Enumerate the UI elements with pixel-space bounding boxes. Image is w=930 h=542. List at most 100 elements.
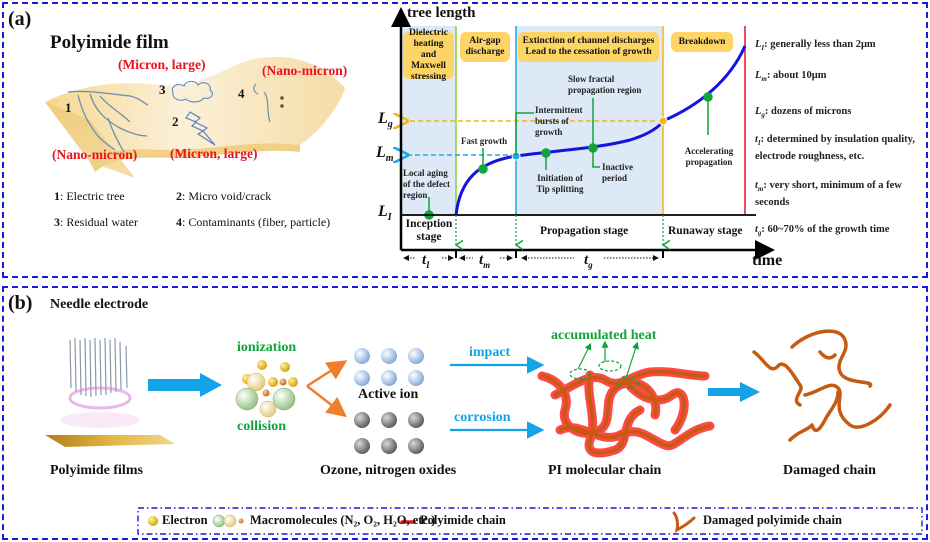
legend-macromolecules: Macromolecules (N₂, O₂, H₂O, etc.) [250,513,436,527]
size-tag-void-top: (Micron, large) [118,57,206,72]
active-ion-grid [354,348,424,386]
inactive-marker [588,143,598,153]
note-tm: tm: very short, minimum of a few seconds [755,180,902,209]
pi-chain-tangle [537,367,715,458]
polyimide-film-plate [45,435,175,447]
legend-electron: Electron [162,513,208,527]
legend-polyimide-chain: Polyimide chain [420,513,506,527]
ozone-grid [354,412,424,454]
damaged-chain [752,329,892,442]
time-span-tg: tg [584,252,593,270]
mechanism-breakdown: Breakdown [671,32,733,52]
size-tag-void-bottom: (Micron, large) [170,146,258,161]
contaminant-icon [253,83,271,123]
x-axis-label: time [752,252,783,269]
note-lg: Lg: dozens of microns [755,106,852,120]
annotation-intermittent: Intermittent bursts of growth [535,105,583,137]
y-tick-li: LI [378,203,392,224]
legend-damaged-polyimide-chain: Damaged polyimide chain [703,513,842,527]
marker-1: 1 [65,100,72,115]
annotation-accelerating: Accelerating propagation [684,146,734,167]
annotation-slow-fractal: Slow fractal propagation region [568,74,642,95]
split-arrow-up [306,360,348,388]
collision-label: collision [237,419,287,434]
y-tick-lm: Lm [376,144,394,165]
electric-tree-icon [67,90,149,153]
marker-2: 2 [172,114,179,129]
time-span-ti: tI [422,252,430,270]
micro-crack-icon [185,111,216,146]
film-top-surface [45,56,345,162]
corrosion-label: corrosion [454,410,511,425]
flow-arrow-2 [708,382,760,402]
film-front [90,143,300,172]
macromolecule-green-icon [212,514,226,528]
flow-arrow-1 [148,373,222,397]
panel-a-label: (a) [8,8,32,30]
stage-propagation: Propagation stage [540,225,629,237]
film-legend-item: 2: Micro void/crack [176,189,271,204]
film-legend-item: 4: Contaminants (fiber, particle) [176,215,330,230]
ozone-label: Ozone, nitrogen oxides [320,463,457,478]
accumulated-heat-label: accumulated heat [551,328,657,343]
legend-num: 3 [54,215,60,229]
annotation-inactive: Inactive period [602,162,633,183]
polyimide-films-label: Polyimide films [50,463,143,478]
heat-arrows [577,340,639,379]
y-axis-label: tree length [407,5,476,21]
particle-icon [280,104,284,108]
panel-a [2,2,928,278]
size-tag-contaminant: (Nano-micron) [262,63,348,78]
macromolecule-cream-icon [223,514,237,528]
annotation-fast-growth: Fast growth [461,136,508,146]
split-arrow-down [306,385,347,418]
note-ti: tI: determined by insulation quality, el… [755,134,915,163]
ionization-cluster [235,360,298,418]
discharge-glow [68,386,132,410]
damaged-chain-icon [672,511,696,534]
legend-num: 2 [176,189,182,203]
polyimide-film-illustration [45,56,345,178]
annotation-tip-splitting: Initiation of Tip splitting [536,173,584,194]
legend-box [137,507,923,535]
legend-text: : Contaminants (fiber, particle) [182,215,331,229]
legend-num: 1 [54,189,60,203]
panel-b-label: (b) [8,292,33,314]
heat-spots [569,360,639,389]
time-span-tm: tm [479,252,491,270]
mechanism-extinction: Extinction of channel discharges Lead to… [518,32,659,62]
marker-4: 4 [238,86,245,101]
mechanism-dielectric: Dielectric heating and Maxwell stressing [403,28,454,82]
note-li: LI: generally less than 2μm [755,39,876,53]
panel-b [2,286,928,540]
legend-num: 4 [176,215,182,229]
impact-label: impact [469,345,511,360]
film-title: Polyimide film [50,32,169,53]
film-legend-item: 3: Residual water [54,215,138,230]
film-legend-item: 1: Electric tree [54,189,125,204]
annotation-local-aging: Local aging of the defect region [403,168,450,200]
particle-icon [280,96,284,100]
lg-point [658,116,668,126]
fast-growth-marker [478,164,488,174]
mechanism-airgap: Air-gap discharge [460,32,510,62]
needle-electrode-icon [69,337,128,398]
stage-runaway: Runaway stage [668,225,743,237]
needle-electrode-title: Needle electrode [50,297,149,312]
active-ion-label: Active ion [358,387,419,402]
marker-3: 3 [159,82,166,97]
tip-splitting-marker [541,148,551,158]
size-tag-tree: (Nano-micron) [52,147,138,162]
legend-text: : Residual water [60,215,138,229]
electron-icon [148,516,158,526]
pi-chain-label: PI molecular chain [548,463,662,478]
damaged-chain-label: Damaged chain [783,463,876,478]
note-lm: Lm: about 10μm [755,70,827,84]
note-tg: tg: 60~70% of the growth time [755,224,890,238]
y-tick-lg: Lg [378,110,393,131]
legend-text: : Micro void/crack [182,189,272,203]
residual-water-icon [171,80,213,103]
ionization-label: ionization [237,340,297,355]
accelerating-marker [703,92,713,102]
